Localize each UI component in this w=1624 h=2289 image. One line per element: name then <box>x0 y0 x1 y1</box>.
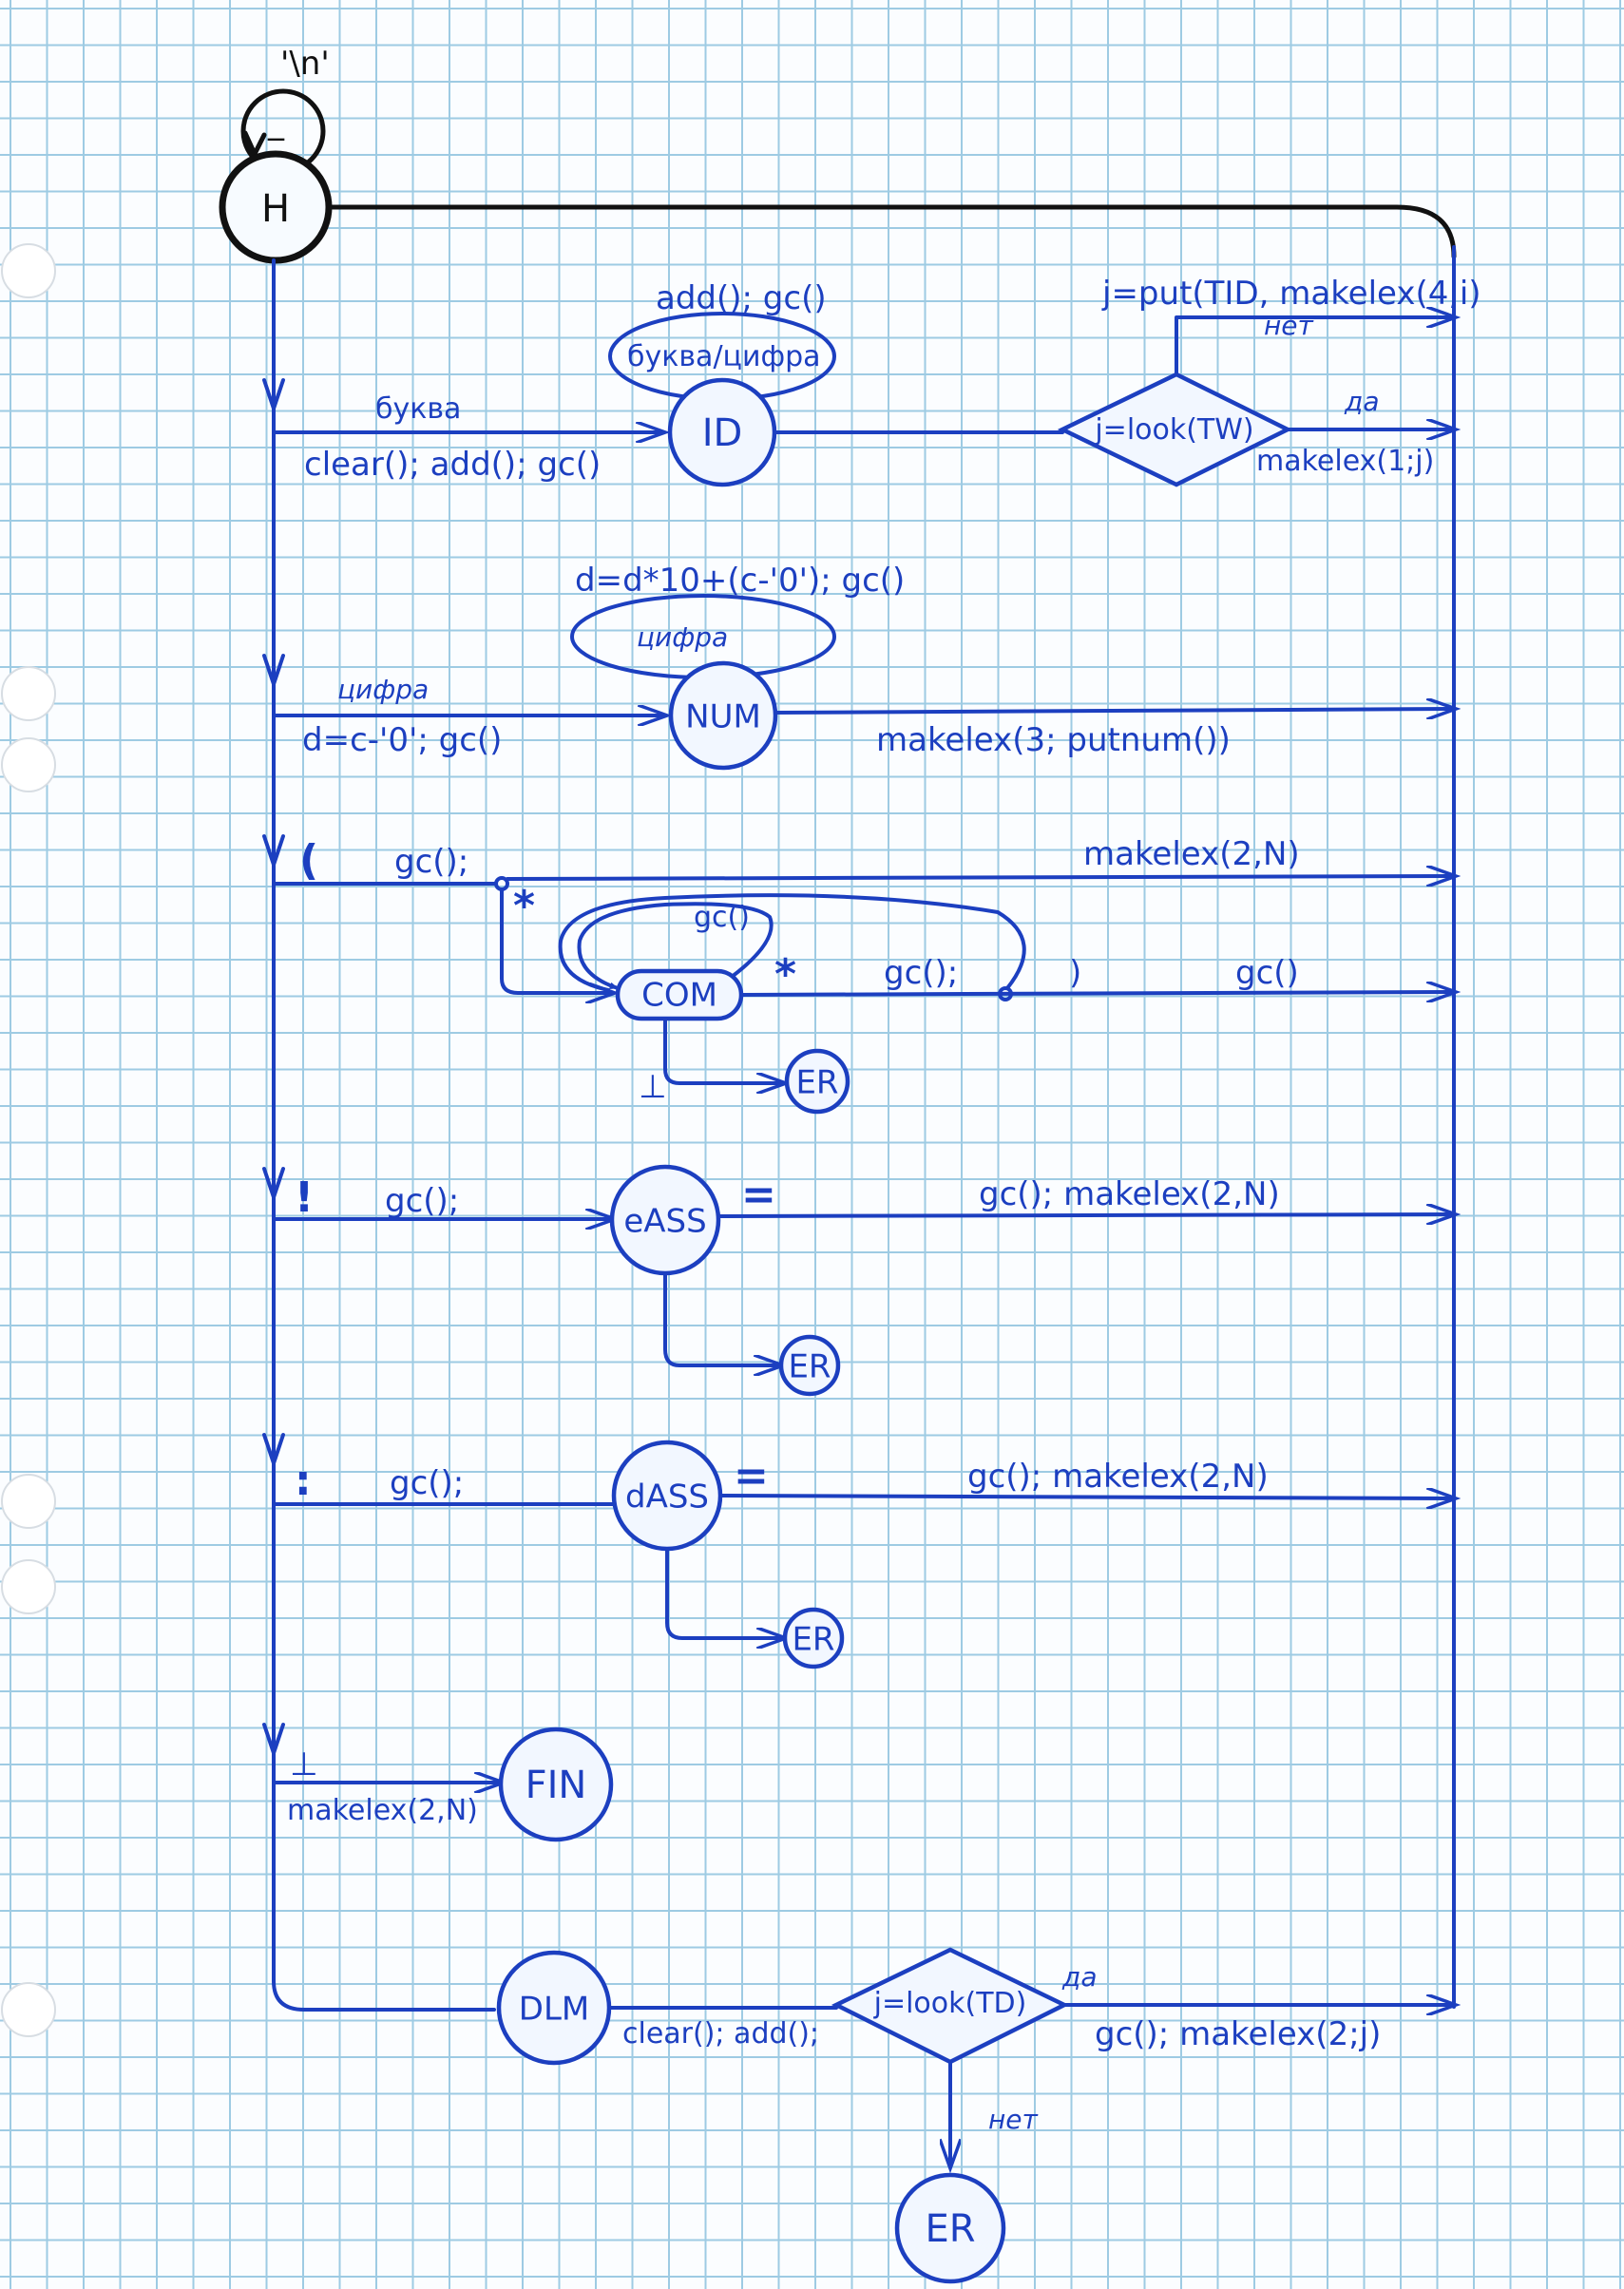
edge-COM-to-ER <box>663 1017 784 1083</box>
com-loop-inner <box>577 902 774 990</box>
edge-to-COM <box>500 887 613 993</box>
edge-paren-no-star <box>506 876 1454 879</box>
edge-COM-out <box>739 992 1454 995</box>
down-arrow-icon <box>262 1433 285 1465</box>
com-branch: ( gc(); makelex(2,N) * gc() COM * gc(); … <box>272 835 1454 1115</box>
space-label: _ <box>267 104 285 142</box>
node-ER-final-label: ER <box>925 2207 975 2251</box>
dass-gc-label: gc(); <box>390 1464 464 1502</box>
binder-hole <box>1 243 56 298</box>
node-ER-com-label: ER <box>795 1064 838 1102</box>
excl-label: ! <box>295 1173 314 1222</box>
com-loop-outer <box>558 893 1026 992</box>
node-ER-com <box>784 1048 850 1115</box>
return-line-top <box>326 204 1457 259</box>
num-branch: цифра d=c-'0'; gc() цифра d=d*10+(c-'0')… <box>272 562 1454 771</box>
node-ER-final <box>894 2172 1006 2284</box>
colon-label: : <box>295 1457 312 1505</box>
binder-hole <box>1 1982 56 2037</box>
down-arrow-icon <box>262 654 285 686</box>
com-loop-label: gc() <box>694 901 750 934</box>
td-yes-label: да <box>1061 1961 1098 1993</box>
edge-eASS-out <box>716 1214 1454 1216</box>
down-arrow-icon <box>262 1723 285 1755</box>
binder-hole <box>1 737 56 792</box>
paren-close-label: ) <box>1069 954 1081 992</box>
eass-eq-label: = <box>741 1171 776 1219</box>
edge-tw-no <box>1175 317 1454 376</box>
node-ER-eass-label: ER <box>788 1348 831 1386</box>
tw-no-action: j=put(TID, makelex(4;i) <box>1101 275 1481 313</box>
id-branch: буква clear(); add(); gc() буква/цифра a… <box>272 275 1481 487</box>
edge-dASS-to-ER <box>665 1547 784 1638</box>
bukva-label: буква <box>375 392 461 426</box>
fin-action-label: makelex(2,N) <box>287 1794 478 1827</box>
dass-eq-label: = <box>734 1452 769 1500</box>
dlm-action-label: clear(); add(); <box>622 2017 819 2051</box>
td-yes-action: gc(); makelex(2;j) <box>1095 2015 1381 2053</box>
paren-open-label: ( <box>299 836 318 885</box>
node-NUM-label: NUM <box>685 698 761 736</box>
node-ID-label: ID <box>702 411 743 455</box>
com-bottom-label: ⊥ <box>639 1068 667 1106</box>
node-FIN <box>498 1726 614 1842</box>
id-loop-cond: буква/цифра <box>627 340 821 373</box>
decision-tw-label: j=look(TW) <box>1094 413 1253 447</box>
num-loop-cond: цифра <box>637 621 728 653</box>
fin-branch: ⊥ makelex(2,N) FIN <box>272 1726 614 1842</box>
node-ER-dass <box>782 1607 845 1669</box>
num-entry-label: d=c-'0'; gc() <box>302 721 502 759</box>
com-branch-dot <box>998 986 1013 1001</box>
node-ER-eass <box>778 1334 841 1397</box>
num-exit-label: makelex(3; putnum()) <box>876 721 1231 759</box>
tw-no-label: нет <box>1264 310 1314 341</box>
node-eASS-label: eASS <box>623 1203 706 1241</box>
id-loop-action: add(); gc() <box>656 279 827 317</box>
eass-exit-label: gc(); makelex(2,N) <box>979 1175 1280 1213</box>
node-DLM-label: DLM <box>519 1991 589 2029</box>
id-entry-label: clear(); add(); gc() <box>304 446 601 484</box>
node-COM-label: COM <box>641 977 717 1015</box>
node-H-label: H <box>261 187 290 231</box>
edge-eASS-to-ER <box>663 1271 781 1365</box>
num-loop-action: d=d*10+(c-'0'); gc() <box>575 562 905 600</box>
node-ER-dass-label: ER <box>792 1621 834 1659</box>
node-FIN-label: FIN <box>525 1764 587 1807</box>
tw-yes-label: да <box>1344 386 1380 417</box>
eass-gc-label: gc(); <box>385 1182 459 1220</box>
binder-hole <box>1 666 56 721</box>
com-exit-gc: gc() <box>1235 954 1299 992</box>
decision-td-label: j=look(TD) <box>873 1987 1027 2020</box>
star-label-1: * <box>513 882 535 930</box>
eass-branch: ! gc(); eASS = gc(); makelex(2,N) ER <box>272 1164 1454 1397</box>
dass-exit-label: gc(); makelex(2,N) <box>967 1458 1269 1496</box>
binder-hole <box>1 1559 56 1614</box>
cifra-entry-label: цифра <box>337 674 429 705</box>
binder-hole <box>1 1474 56 1529</box>
dass-branch: : gc(); dASS = gc(); makelex(2,N) ER <box>272 1440 1454 1669</box>
com-gc-label: gc(); <box>394 843 468 881</box>
binder-holes <box>1 243 56 2037</box>
left-rail-arrows <box>262 378 285 1755</box>
star-label-2: * <box>774 950 796 999</box>
space-loop-arrow-icon <box>242 130 267 160</box>
dlm-branch: DLM clear(); add(); j=look(TD) да gc(); … <box>496 1947 1454 2284</box>
down-arrow-icon <box>262 834 285 867</box>
down-arrow-icon <box>262 378 285 410</box>
node-dASS-label: dASS <box>625 1478 709 1516</box>
left-rail <box>272 258 496 2012</box>
edge-NUM-out <box>774 709 1454 713</box>
node-NUM <box>668 660 778 771</box>
tw-yes-action: makelex(1;j) <box>1256 445 1434 478</box>
com-gc-semi: gc(); <box>884 954 958 992</box>
fin-bottom-label: ⊥ <box>290 1745 318 1784</box>
edge-dASS-out <box>718 1496 1454 1498</box>
paren-makelex-label: makelex(2,N) <box>1083 835 1300 873</box>
start-state: '\n' _ H <box>219 45 333 264</box>
down-arrow-icon <box>262 1167 285 1199</box>
newline-label: '\n' <box>280 45 330 83</box>
td-no-label: нет <box>988 2104 1039 2135</box>
